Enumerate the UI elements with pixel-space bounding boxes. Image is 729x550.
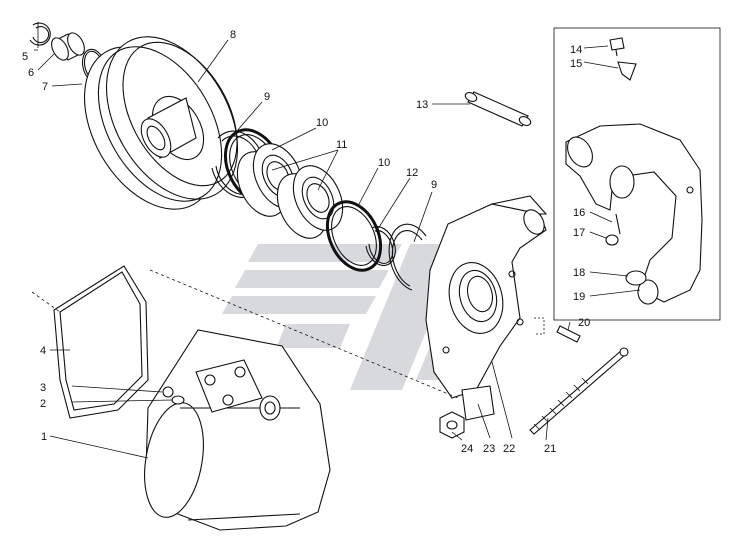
callout-12: 12 <box>406 167 418 179</box>
callout-21: 21 <box>544 443 556 455</box>
lever-arm-inset <box>565 123 703 305</box>
callout-9-upper: 9 <box>264 91 270 103</box>
stud-part-20 <box>534 317 581 343</box>
callout-19: 19 <box>573 291 585 303</box>
callout-13: 13 <box>416 99 428 111</box>
nut-part-24 <box>439 411 465 439</box>
bushing-part-6 <box>51 32 85 61</box>
inset-box <box>553 27 721 321</box>
washer-part-15 <box>617 61 637 81</box>
callout-22: 22 <box>503 443 515 455</box>
callout-10-upper: 10 <box>316 117 328 129</box>
pin-part-18 <box>625 270 647 286</box>
callout-16: 16 <box>573 207 585 219</box>
callout-10-lower: 10 <box>378 157 390 169</box>
adjusting-screw-part-21 <box>529 347 629 435</box>
bracket-part-22 <box>425 195 548 421</box>
leader-lines <box>31 22 641 459</box>
pulley-part-8 <box>83 36 239 210</box>
callout-7: 7 <box>42 81 48 93</box>
callout-8: 8 <box>230 29 236 41</box>
washer-part-2 <box>171 395 185 405</box>
housing-part-1 <box>144 329 331 531</box>
circlip-part-9-lower <box>388 223 427 291</box>
callout-23: 23 <box>483 443 495 455</box>
washer-part-17 <box>605 234 619 246</box>
callout-15: 15 <box>570 58 582 70</box>
callout-14: 14 <box>570 44 582 56</box>
callout-20: 20 <box>578 317 590 329</box>
gasket-part-4 <box>53 265 149 419</box>
callout-24: 24 <box>461 443 473 455</box>
circlip-part-12 <box>365 226 396 266</box>
cotter-pin-part-16 <box>615 213 621 235</box>
callout-11: 11 <box>336 139 347 151</box>
callout-17: 17 <box>573 227 585 239</box>
pin-part-13 <box>464 91 532 127</box>
callout-1: 1 <box>41 431 47 443</box>
callout-labels: 1 2 3 4 5 6 7 8 9 9 10 10 11 12 13 14 15… <box>22 29 590 455</box>
callout-9-lower: 9 <box>431 179 437 191</box>
callout-5: 5 <box>22 51 28 63</box>
bolt-part-3 <box>162 386 174 398</box>
callout-6: 6 <box>28 67 34 79</box>
snap-ring-part-5 <box>29 22 51 46</box>
callout-2: 2 <box>40 398 46 410</box>
bolt-part-14 <box>609 37 625 57</box>
callout-4: 4 <box>40 345 46 357</box>
callout-3: 3 <box>40 382 46 394</box>
callout-18: 18 <box>573 267 585 279</box>
